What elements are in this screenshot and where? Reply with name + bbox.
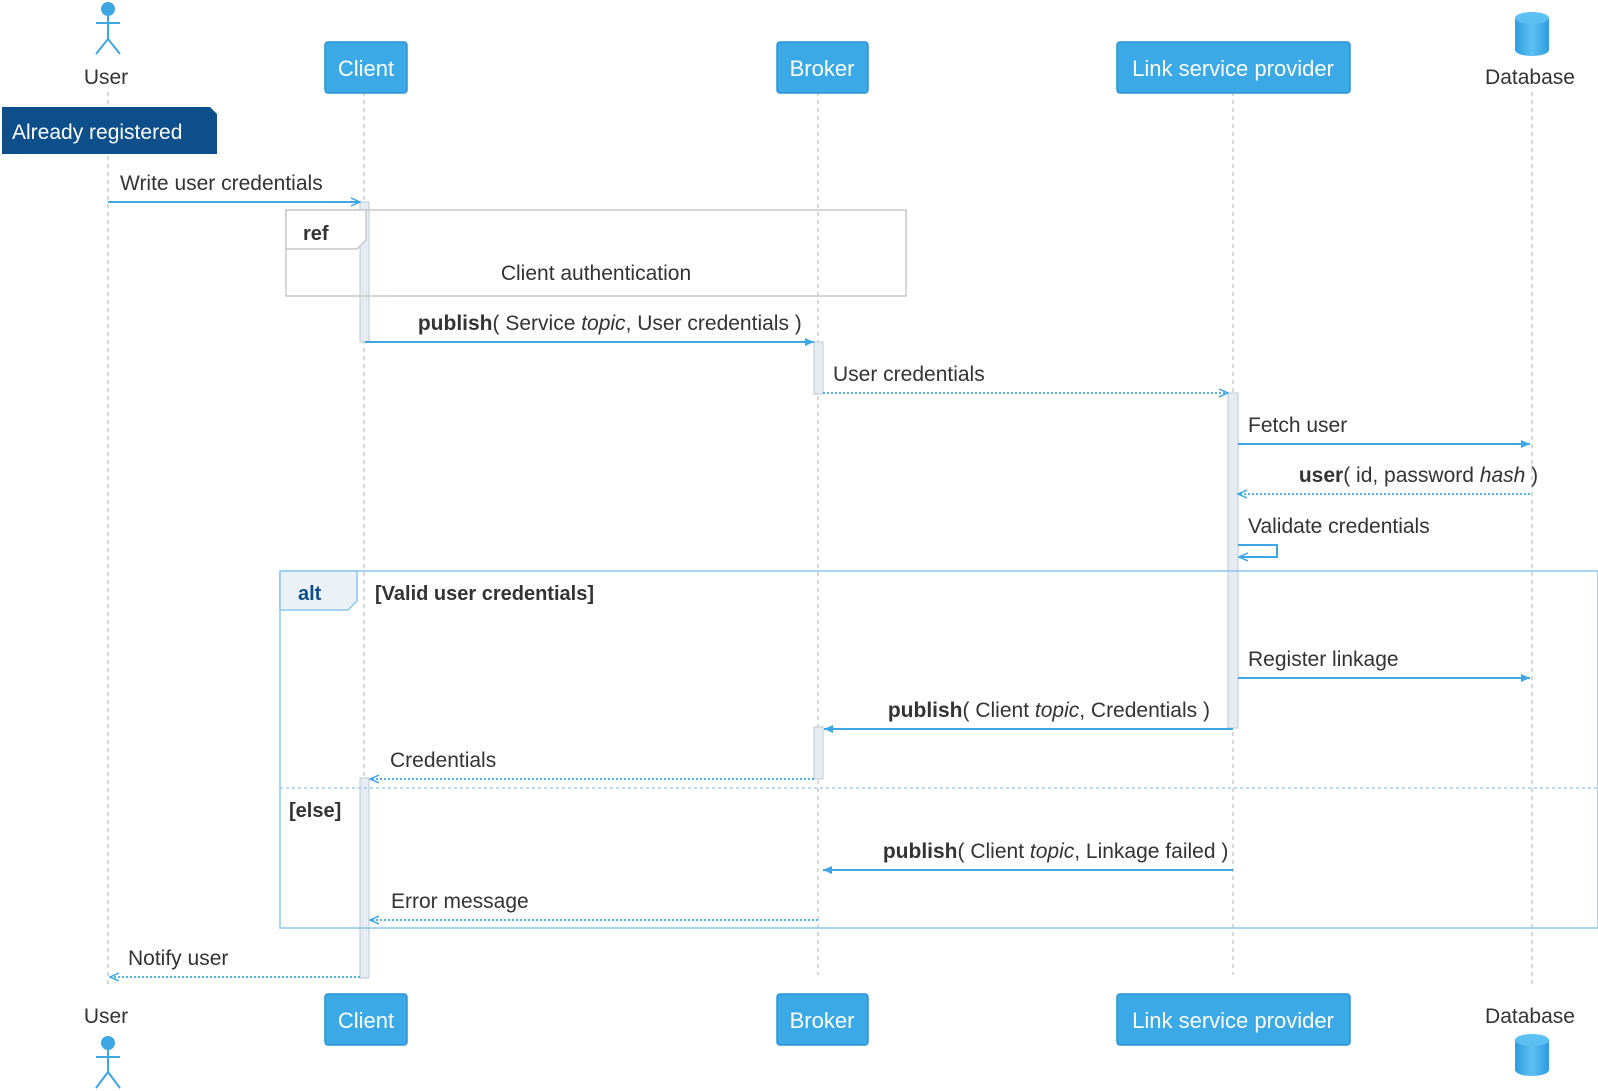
database-icon-bottom (1515, 1034, 1549, 1076)
participant-lsp-top: Link service provider (1116, 41, 1351, 94)
activation-client-1 (359, 201, 370, 343)
ref-frame: ref Client authentication (285, 209, 907, 297)
note-already-registered: Already registered (2, 107, 217, 154)
participants-top: User Client Broker Link service provider… (84, 2, 1575, 94)
activation-lsp (1227, 392, 1239, 729)
msg-user-credentials-label: User credentials (833, 363, 985, 386)
actor-user-bottom: User (84, 1005, 128, 1089)
msg-publish-client-failed-label: publish( Client topic, Linkage failed ) (842, 840, 1258, 863)
msg-publish-client-creds-label: publish( Client topic, Credentials ) (847, 699, 1239, 722)
alt-frame: alt [Valid user credentials] [else] (279, 570, 1598, 929)
message-labels: Write user credentials publish( Service … (120, 172, 1567, 970)
activation-client-2 (359, 777, 370, 979)
alt-guard-else: [else] (289, 800, 341, 822)
participant-client-label-bottom: Client (338, 1008, 394, 1033)
participant-database-label: Database (1485, 66, 1575, 89)
messages (108, 202, 1530, 977)
participant-client-bottom: Client (324, 993, 408, 1046)
participant-user-label-bottom: User (84, 1005, 128, 1028)
msg-error-label: Error message (391, 890, 529, 913)
msg-fetch-user-label: Fetch user (1248, 414, 1347, 437)
participant-broker-label: Broker (790, 56, 855, 81)
msg-notify-label: Notify user (128, 947, 228, 970)
activation-broker-1 (813, 341, 824, 395)
msg-user-return-label: user( id, password hash ) (1258, 464, 1567, 487)
note-label: Already registered (12, 121, 182, 144)
participant-database-top: Database (1485, 12, 1575, 89)
alt-frame-tag: alt (298, 583, 322, 605)
ref-frame-text: Client authentication (501, 262, 691, 285)
activation-broker-2 (813, 726, 824, 780)
msg-validate-arrow (1238, 544, 1278, 557)
ref-frame-tag-box (285, 209, 367, 250)
participant-user-label: User (84, 66, 128, 89)
participant-lsp-bottom: Link service provider (1116, 993, 1351, 1046)
msg-credentials-label: Credentials (390, 749, 496, 772)
participant-broker-label-bottom: Broker (790, 1008, 855, 1033)
participant-database-bottom: Database (1485, 1005, 1575, 1076)
msg-validate-label: Validate credentials (1248, 515, 1430, 538)
participant-broker-bottom: Broker (776, 993, 869, 1046)
msg-publish-service-label: publish( Service topic, User credentials… (377, 312, 831, 335)
participant-lsp-label-bottom: Link service provider (1132, 1008, 1334, 1033)
participant-database-label-bottom: Database (1485, 1005, 1575, 1028)
user-icon (95, 2, 121, 55)
participant-client-label: Client (338, 56, 394, 81)
msg-write-credentials-label: Write user credentials (120, 172, 323, 195)
msg-register-label: Register linkage (1248, 648, 1399, 671)
database-icon (1515, 12, 1549, 56)
participant-lsp-label: Link service provider (1132, 56, 1334, 81)
participant-client-top: Client (324, 41, 408, 94)
alt-frame-tag-box (279, 570, 358, 611)
alt-guard-valid: [Valid user credentials] (375, 583, 594, 605)
activations (359, 201, 1239, 979)
participant-broker-top: Broker (776, 41, 869, 94)
user-icon-bottom (95, 1036, 121, 1089)
ref-frame-tag: ref (303, 223, 329, 245)
actor-user-top: User (84, 2, 128, 89)
participants-bottom: User Client Broker Link service provider… (84, 993, 1575, 1089)
